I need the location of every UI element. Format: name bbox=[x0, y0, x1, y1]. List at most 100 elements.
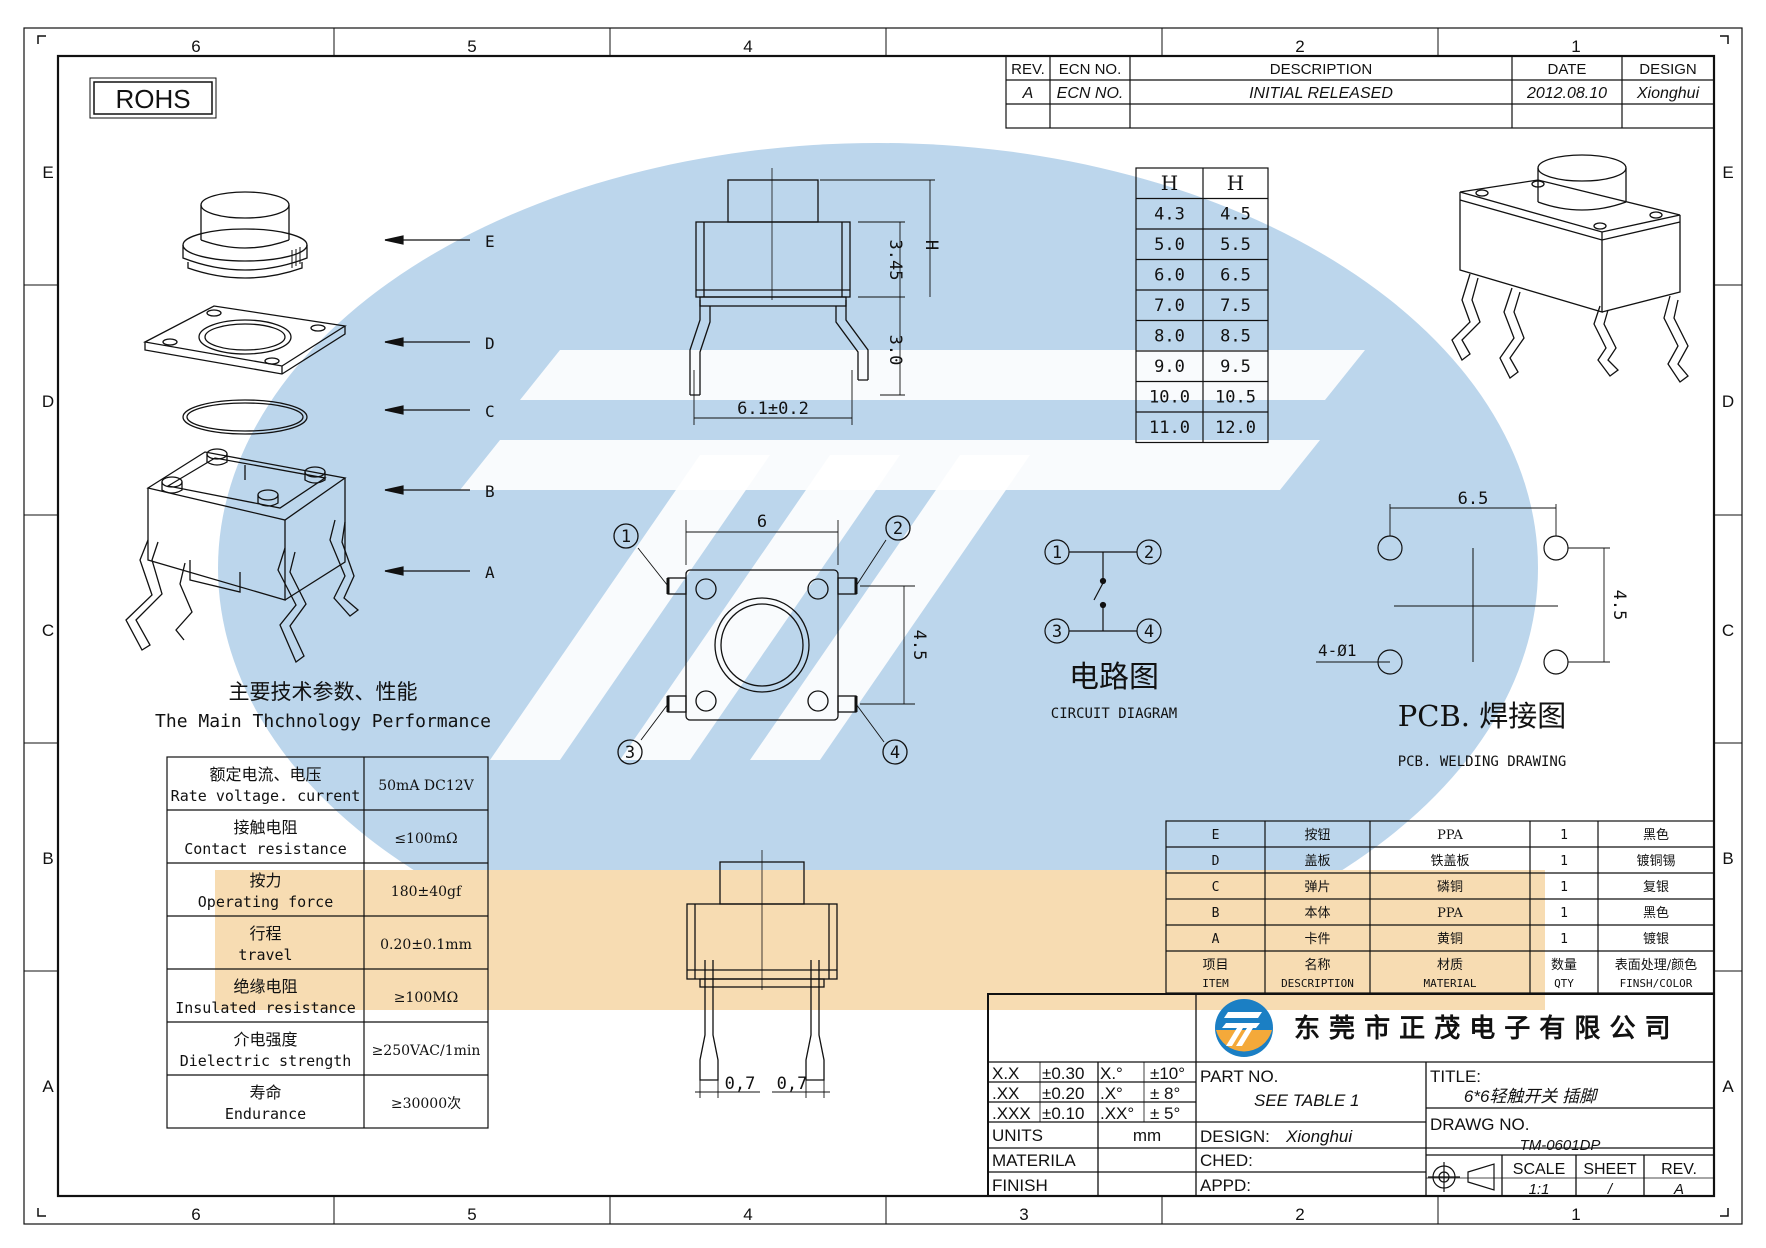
bom-cell: D bbox=[1212, 854, 1220, 869]
side-dim-right: 0,7 bbox=[777, 1074, 808, 1094]
bom-header-cn: 表面处理/颜色 bbox=[1615, 957, 1697, 973]
bom-cell: PPA bbox=[1437, 828, 1463, 843]
part-spring-dome bbox=[182, 399, 308, 435]
rev-header-description: DESCRIPTION bbox=[1270, 61, 1373, 78]
bom-cell: 黑色 bbox=[1643, 827, 1669, 843]
pcb-drawing bbox=[1316, 504, 1610, 675]
performance-param-cn: 行程 bbox=[249, 924, 281, 943]
rev-label: REV. bbox=[1661, 1161, 1697, 1178]
circuit-title-cn: 电路图 bbox=[1069, 660, 1159, 695]
bom-cell: 1 bbox=[1560, 854, 1568, 869]
height-table-cell: 12.0 bbox=[1215, 418, 1256, 438]
bom-cell: 磷铜 bbox=[1437, 880, 1463, 895]
height-table-cell: 10.0 bbox=[1149, 388, 1190, 408]
zone-row-right-D: D bbox=[1722, 392, 1734, 411]
bom-cell: 镀银 bbox=[1643, 931, 1669, 947]
title-value: 6*6轻触开关 插脚 bbox=[1464, 1087, 1599, 1106]
top-dim-height: 4.5 bbox=[909, 630, 929, 661]
zone-col-bottom-4: 4 bbox=[743, 1205, 752, 1224]
performance-title-en: The Main Thchnology Performance bbox=[155, 711, 491, 732]
height-table-cell: 4.3 bbox=[1154, 205, 1185, 225]
performance-param-cn: 额定电流、电压 bbox=[209, 765, 321, 784]
tolerance-cell: .XX bbox=[992, 1084, 1019, 1103]
performance-value: ≤100mΩ bbox=[394, 831, 457, 847]
watermark-logo bbox=[215, 143, 1545, 1010]
zone-col-top-4: 4 bbox=[743, 37, 752, 56]
tolerance-cell: X.° bbox=[1100, 1064, 1123, 1083]
height-table-cell: 7.5 bbox=[1220, 296, 1251, 316]
projection-symbol-icon bbox=[1428, 1162, 1495, 1192]
performance-value: ≥30000次 bbox=[391, 1096, 461, 1112]
front-dim-pin: 3.0 bbox=[885, 335, 905, 366]
sheet-value: / bbox=[1607, 1181, 1614, 1198]
bom-header-cn: 数量 bbox=[1551, 958, 1577, 973]
top-pin-2: 2 bbox=[893, 519, 903, 539]
circuit-title-en: CIRCUIT DIAGRAM bbox=[1051, 706, 1177, 722]
bom-cell: 1 bbox=[1560, 932, 1568, 947]
height-table-header: H bbox=[1227, 171, 1244, 195]
zone-row-right-E: E bbox=[1722, 163, 1733, 182]
zone-row-left-C: C bbox=[42, 621, 54, 640]
pcb-hole-label: 4-Ø1 bbox=[1318, 641, 1357, 660]
pcb-dim-width: 6.5 bbox=[1458, 489, 1489, 509]
rev-header-ecn: ECN NO. bbox=[1059, 61, 1122, 78]
bom-header-en: QTY bbox=[1554, 977, 1574, 990]
materila-label: MATERILA bbox=[992, 1151, 1076, 1170]
height-table-cell: 6.5 bbox=[1220, 266, 1251, 286]
side-dim-left: 0,7 bbox=[725, 1074, 756, 1094]
bom-cell: 铁盖板 bbox=[1430, 854, 1469, 869]
performance-param-cn: 介电强度 bbox=[233, 1030, 297, 1049]
drawing-frame bbox=[23, 27, 1743, 1225]
zone-col-bottom-5: 5 bbox=[467, 1205, 476, 1224]
rev-row-description: INITIAL RELEASED bbox=[1249, 85, 1393, 102]
zone-row-left-E: E bbox=[42, 163, 53, 182]
rev-row-design: Xionghui bbox=[1636, 85, 1700, 102]
zone-row-left-A: A bbox=[42, 1077, 54, 1096]
zone-col-bottom-6: 6 bbox=[191, 1205, 200, 1224]
performance-title-cn: 主要技术参数、性能 bbox=[229, 680, 418, 704]
company-name: 东 莞 市 正 茂 电 子 有 限 公 司 bbox=[1294, 1013, 1671, 1044]
tolerance-cell: .XX° bbox=[1100, 1104, 1134, 1123]
bom-cell: E bbox=[1212, 828, 1220, 843]
drawg-no-label: DRAWG NO. bbox=[1430, 1115, 1529, 1134]
rev-row-ecn: ECN NO. bbox=[1057, 85, 1124, 102]
performance-param-en: Endurance bbox=[225, 1105, 306, 1123]
zone-col-top-5: 5 bbox=[467, 37, 476, 56]
height-table-cell: 4.5 bbox=[1220, 205, 1251, 225]
part-no-value: SEE TABLE 1 bbox=[1254, 1091, 1360, 1110]
scale-label: SCALE bbox=[1513, 1161, 1565, 1178]
zone-col-bottom-1: 1 bbox=[1571, 1205, 1580, 1224]
pcb-title-cn: PCB. 焊接图 bbox=[1398, 699, 1566, 733]
circuit-pin-4: 4 bbox=[1144, 622, 1154, 642]
height-table-cell: 8.0 bbox=[1154, 327, 1185, 347]
bom-cell: 弹片 bbox=[1304, 880, 1330, 895]
height-table-frame bbox=[1135, 167, 1269, 444]
drawg-no-value: TM-0601DP bbox=[1520, 1137, 1601, 1154]
rev-header-rev: REV. bbox=[1011, 61, 1045, 78]
performance-param-en: Dielectric strength bbox=[180, 1052, 352, 1070]
zone-row-right-A: A bbox=[1722, 1077, 1734, 1096]
height-table-cell: 5.0 bbox=[1154, 235, 1185, 255]
pcb-dim-height: 4.5 bbox=[1609, 590, 1629, 621]
performance-value: 50mA DC12V bbox=[378, 778, 474, 794]
zone-row-left-D: D bbox=[42, 392, 54, 411]
height-table-cell: 5.5 bbox=[1220, 235, 1251, 255]
bom-header-en: MATERIAL bbox=[1424, 977, 1477, 990]
pcb-title-en: PCB. WELDING DRAWING bbox=[1398, 754, 1567, 770]
front-dim-height: H bbox=[921, 240, 941, 250]
performance-param-en: Rate voltage. current bbox=[171, 787, 361, 805]
top-view bbox=[613, 515, 915, 765]
bom-header-en: ITEM bbox=[1202, 977, 1229, 990]
bom-cell: B bbox=[1212, 906, 1220, 921]
performance-param-cn: 寿命 bbox=[249, 1083, 281, 1102]
bom-cell: 复银 bbox=[1643, 880, 1669, 895]
front-dim-width: 6.1±0.2 bbox=[737, 399, 809, 419]
circuit-pin-2: 2 bbox=[1144, 543, 1154, 563]
height-table-cell: 6.0 bbox=[1154, 266, 1185, 286]
height-table-cell: 8.5 bbox=[1220, 327, 1251, 347]
circuit-labels: 1 2 3 4 电路图 CIRCUIT DIAGRAM bbox=[1051, 543, 1177, 722]
callout-A: A bbox=[485, 563, 495, 582]
height-table-cell: 9.0 bbox=[1154, 357, 1185, 377]
design-label: DESIGN: bbox=[1200, 1127, 1270, 1146]
